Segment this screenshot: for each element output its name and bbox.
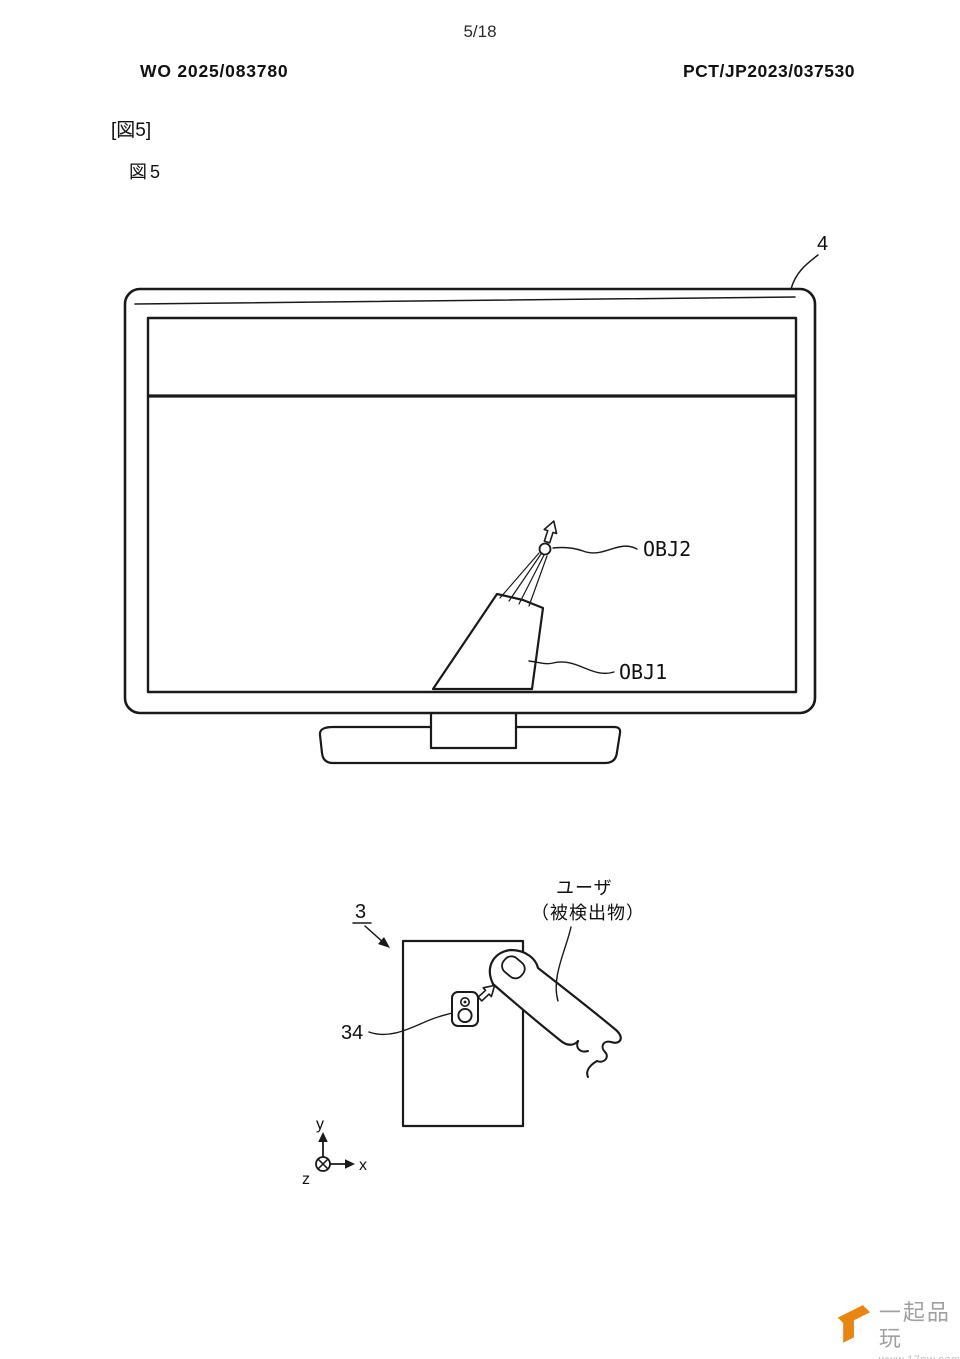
- tv-screen: [146, 316, 798, 694]
- obj1-label: OBJ1: [619, 660, 667, 684]
- watermark-logo-icon: [837, 1305, 871, 1343]
- z-axis-label: z: [302, 1171, 310, 1188]
- sensor-lens: [457, 1007, 473, 1024]
- figure-tag: [図5]: [111, 120, 152, 141]
- sensor-emitter: [459, 996, 470, 1007]
- user-label-line1: ユーザ: [556, 878, 613, 898]
- z-axis-cross: [317, 1158, 329, 1170]
- y-axis-label: y: [316, 1116, 324, 1133]
- knuckle-line-2: [576, 1040, 589, 1053]
- obj2-label: OBJ2: [643, 537, 691, 561]
- obj1-leader: [528, 660, 615, 675]
- sensing-arrow: [477, 984, 496, 1002]
- x-axis-arrowhead: [345, 1159, 355, 1169]
- screen-pointer-object: OBJ2 OBJ1: [431, 520, 691, 691]
- x-axis-label: x: [359, 1157, 367, 1174]
- pointer-ray-3: [518, 554, 545, 605]
- finger-outline-top: [488, 948, 622, 1044]
- watermark: 一起品玩 www.17pw.com: [836, 1300, 960, 1359]
- pointer-ray-4: [528, 555, 548, 607]
- watermark-brand: 一起品玩: [878, 1300, 951, 1351]
- application-number: PCT/JP2023/037530: [683, 61, 855, 81]
- y-axis-arrowhead: [318, 1132, 328, 1142]
- knuckle-line-1: [596, 1040, 612, 1063]
- sensor-device-figure: 3 34: [341, 901, 525, 1128]
- tv-ref-label: 4: [817, 233, 828, 255]
- tv-figure: 4: [123, 233, 828, 765]
- user-label-leader: [555, 926, 572, 1002]
- pointer-target-point: [538, 542, 552, 556]
- device-body: [401, 939, 525, 1128]
- pointer-ray-2: [508, 553, 542, 602]
- device-ref-arrow-line: [364, 925, 385, 944]
- watermark-text: 一起品玩 www.17pw.com: [879, 1300, 960, 1359]
- fingernail: [501, 955, 526, 980]
- device-ref-arrowhead: [378, 937, 390, 948]
- publication-number: WO 2025/083780: [140, 61, 289, 81]
- screen-finger-outline: [431, 592, 545, 691]
- page-number: 5/18: [463, 22, 497, 41]
- sensor-emitter-dot: [463, 1000, 467, 1004]
- sensor-ref-leader: [368, 1012, 453, 1036]
- tv-ref-leader: [790, 254, 819, 290]
- watermark-logo-shape: [837, 1305, 871, 1343]
- tv-bezel-top-line: [134, 296, 796, 305]
- pointer-direction-arrow: [543, 520, 558, 544]
- figure-caption: 図5: [129, 162, 164, 182]
- device-ref-label: 3: [355, 901, 366, 923]
- user-finger-figure: ユーザ （被検出物）: [488, 878, 645, 1078]
- tv-stand-neck: [429, 710, 518, 750]
- obj2-leader: [552, 545, 638, 554]
- sensor-ref-label: 34: [341, 1022, 363, 1044]
- finger-outline-bottom: [491, 982, 580, 1046]
- sensor-housing: [451, 991, 479, 1027]
- user-label-line2: （被検出物）: [531, 903, 645, 923]
- knuckle-line-3: [586, 1060, 598, 1078]
- coordinate-axes: y x z: [302, 1116, 367, 1188]
- pointer-ray-1: [499, 552, 540, 599]
- watermark-url: www.17pw.com: [879, 1354, 960, 1359]
